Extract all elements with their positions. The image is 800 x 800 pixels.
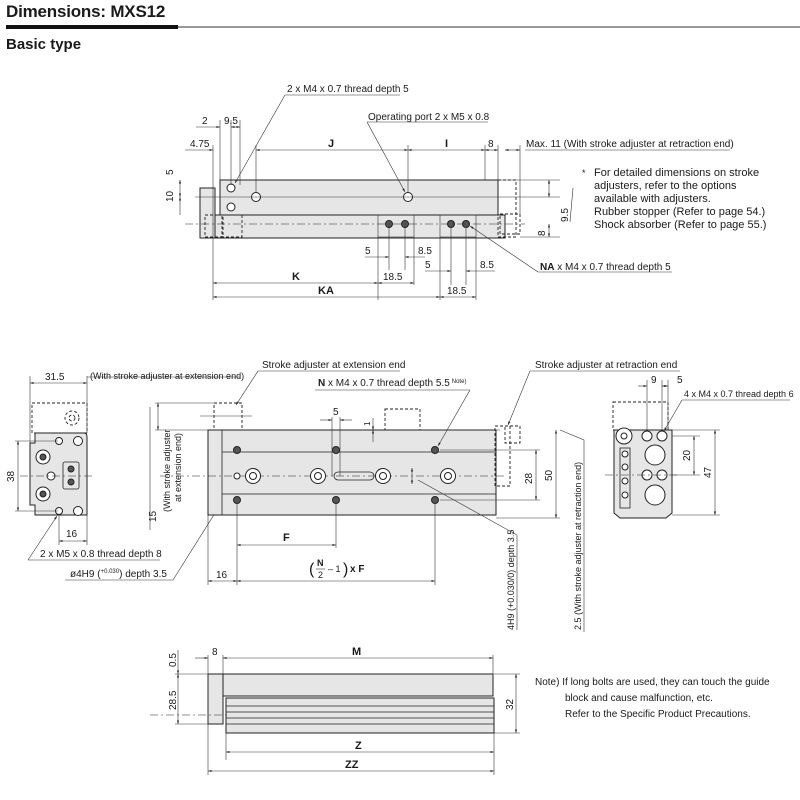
dim-F: F xyxy=(283,532,290,544)
dim-8-bottom: 8 xyxy=(212,647,218,658)
dim-0-5: 0.5 xyxy=(168,653,179,667)
dim-8-5-b: 8.5 xyxy=(480,260,494,271)
top-view-end-plate xyxy=(199,187,216,239)
dim-20: 20 xyxy=(682,449,693,461)
dim-47: 47 xyxy=(703,466,714,478)
dim-5-left: 5 xyxy=(165,169,176,175)
callout-na-thread: NA x M4 x 0.7 thread depth 5 xyxy=(540,262,671,273)
dim-J: J xyxy=(328,138,334,150)
bottom-view: 0.5 8 M 28.5 32 Z ZZ xyxy=(150,646,520,775)
callout-operating-port: Operating port 2 x M5 x 0.8 xyxy=(368,112,490,123)
title-underline-light xyxy=(178,26,800,28)
label-ext-line-2: at extension end) xyxy=(173,433,183,502)
title-underline-dark xyxy=(6,25,178,29)
n-thread-hole-icon xyxy=(233,446,241,454)
end-view: 9 5 4 x M4 x 0.7 thread depth 6 20 47 xyxy=(605,375,794,519)
dim-K: K xyxy=(292,271,300,283)
dim-10-left: 10 xyxy=(165,190,176,202)
dim-5-end: 5 xyxy=(677,375,683,386)
note-line: Rubber stopper (Refer to page 54.) xyxy=(594,206,766,218)
page-title: Dimensions: MXS12 xyxy=(6,2,166,21)
counterbore-icon xyxy=(245,468,456,484)
dim-M: M xyxy=(352,646,361,658)
n-thread-hole-icon xyxy=(332,446,340,454)
section-subtitle: Basic type xyxy=(6,36,82,53)
footnote-line: Refer to the Specific Product Precaution… xyxy=(565,709,751,720)
note-line: For detailed dimensions on stroke xyxy=(594,167,760,179)
callout-stroke-ext: Stroke adjuster at extension end xyxy=(262,360,405,371)
dim-KA: KA xyxy=(318,285,334,297)
dim-9-5-right: 9.5 xyxy=(560,208,571,222)
label-ext-line-1: (With stroke adjuster xyxy=(162,429,172,512)
dim-5-a: 5 xyxy=(365,246,371,257)
callout-stroke-ret: Stroke adjuster at retraction end xyxy=(535,360,677,371)
dim-15-ext: 15 xyxy=(148,510,159,522)
dim-31-5: 31.5 xyxy=(45,372,65,383)
dim-Z: Z xyxy=(355,740,362,752)
dim-18-5-a: 18.5 xyxy=(383,272,403,283)
dim-I: I xyxy=(445,138,448,150)
thread-hole-icon xyxy=(226,202,236,212)
top-view-table xyxy=(219,179,499,216)
svg-text:2: 2 xyxy=(318,570,323,580)
dim-28: 28 xyxy=(524,472,535,484)
svg-text:x F: x F xyxy=(350,564,364,575)
callout-pin-hole: ø4H9 (+0.030) depth 3.5 xyxy=(70,569,167,580)
n-thread-hole-icon xyxy=(431,496,439,504)
thread-hole-icon xyxy=(226,183,236,193)
label-4h9-depth: 4H9 (+0.030/0) depth 3.5 xyxy=(506,530,516,630)
dim-50: 50 xyxy=(544,469,555,481)
m4-thread-hole-icon xyxy=(641,430,668,481)
pin-hole-icon xyxy=(233,472,241,480)
svg-text:N: N xyxy=(317,558,324,568)
dim-28-5: 28.5 xyxy=(168,690,179,710)
main-view: Stroke adjuster at extension end Stroke … xyxy=(148,360,680,632)
dim-32: 32 xyxy=(505,698,516,710)
note-bullet: * xyxy=(582,168,586,178)
dim-8-top: 8 xyxy=(488,139,494,150)
footnote-line: Note) If long bolts are used, they can t… xyxy=(535,677,770,688)
callout-4-m4-thread: 4 x M4 x 0.7 thread depth 6 xyxy=(684,389,794,399)
dim-18-5-b: 18.5 xyxy=(447,286,467,297)
bottom-view-table xyxy=(222,673,494,697)
dim-ZZ: ZZ xyxy=(345,759,359,771)
note-line: adjusters, refer to the options xyxy=(594,180,737,192)
callout-thread-top: 2 x M4 x 0.7 thread depth 5 xyxy=(287,84,409,95)
dim-16-front: 16 xyxy=(66,529,78,540)
dim-16-main: 16 xyxy=(216,570,228,581)
footnote: Note) If long bolts are used, they can t… xyxy=(535,675,770,723)
svg-text:): ) xyxy=(343,561,348,578)
callout-ext-end: (With stroke adjuster at extension end) xyxy=(90,371,244,381)
note-line: Shock absorber (Refer to page 55.) xyxy=(594,219,767,231)
dim-38: 38 xyxy=(6,470,17,482)
label-retraction-2-5: 2.5 (With stroke adjuster at retraction … xyxy=(573,462,583,630)
dim-5-slot: 5 xyxy=(333,407,339,418)
dim-5-b: 5 xyxy=(425,260,431,271)
dim-8-right: 8 xyxy=(537,230,548,236)
front-view: 31.5 (With stroke adjuster at extension … xyxy=(6,371,244,581)
callout-max-11: Max. 11 (With stroke adjuster at retract… xyxy=(526,139,734,150)
top-view: 2 x M4 x 0.7 thread depth 5 Operating po… xyxy=(165,84,734,300)
dim-2: 2 xyxy=(202,116,208,127)
bottom-view-base xyxy=(225,697,495,734)
note-line: available with adjusters. xyxy=(594,193,711,205)
svg-text:– 1: – 1 xyxy=(328,564,341,574)
formula-n-over-2-minus-1-times-f: ( N 2 – 1 ) x F xyxy=(309,558,364,580)
dim-8-5-a: 8.5 xyxy=(418,246,432,257)
dim-1: 1 xyxy=(363,421,372,426)
top-view-base xyxy=(214,214,506,239)
callout-m5-thread: 2 x M5 x 0.8 thread depth 8 xyxy=(40,549,162,560)
dim-9-end: 9 xyxy=(651,375,657,386)
stroke-adjuster-note: * For detailed dimensions on stroke adju… xyxy=(582,167,766,232)
svg-text:(: ( xyxy=(309,561,315,578)
n-thread-hole-icon xyxy=(332,496,340,504)
slot-icon xyxy=(333,471,375,481)
n-thread-hole-icon xyxy=(431,446,439,454)
n-thread-hole-icon xyxy=(233,496,241,504)
dim-4-75: 4.75 xyxy=(190,139,210,150)
footnote-line: block and cause malfunction, etc. xyxy=(565,693,713,704)
dim-9-5: 9.5 xyxy=(224,116,238,127)
